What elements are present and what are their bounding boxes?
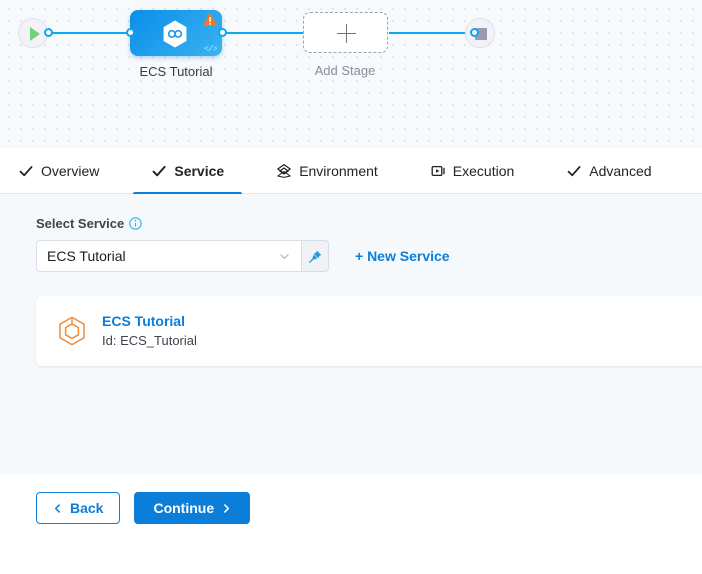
code-brackets-icon[interactable]: </> [204,45,217,54]
add-stage-button[interactable] [303,12,388,53]
tab-overview[interactable]: Overview [18,148,99,194]
add-stage-label: Add Stage [314,63,376,78]
back-button-label: Back [70,500,104,516]
service-select[interactable]: ECS Tutorial [36,240,302,272]
play-box-icon [431,165,445,176]
service-card[interactable]: ECS Tutorial Id: ECS_Tutorial [36,296,702,366]
chevron-down-icon[interactable] [278,250,291,263]
tab-advanced[interactable]: Advanced [566,148,652,194]
pin-service-button[interactable] [302,240,329,272]
stage-node-output-port[interactable] [218,28,227,37]
info-icon[interactable] [129,217,142,230]
stage-node-ecs-tutorial[interactable]: </> [130,10,222,56]
back-button[interactable]: Back [36,492,121,524]
tab-environment-label: Environment [299,162,378,179]
stage-node-input-port[interactable] [126,28,135,37]
stage-node-label: ECS Tutorial [139,64,213,79]
layers-icon [277,163,291,178]
tab-environment[interactable]: Environment [276,148,378,194]
tab-overview-label: Overview [41,162,100,179]
plus-icon-vertical [345,24,348,43]
service-card-text: ECS Tutorial Id: ECS_Tutorial [102,313,197,349]
service-hexagon-icon [59,316,85,346]
continue-button-label: Continue [153,500,215,516]
service-card-name[interactable]: ECS Tutorial [102,313,185,329]
start-node-output-port[interactable] [44,28,53,37]
edge-stage-to-addstage [222,32,304,34]
tab-service[interactable]: Service [133,148,242,195]
harness-hexagon-icon [163,20,187,48]
chevron-right-icon [224,503,230,513]
tab-execution[interactable]: Execution [430,148,514,194]
service-config-panel: Select Service ECS Tutorial + New Servic… [0,194,702,474]
tab-advanced-label: Advanced [589,162,652,179]
check-icon [19,165,33,176]
new-service-button[interactable]: + New Service [355,248,450,264]
service-card-id: Id: ECS_Tutorial [102,333,197,348]
warning-triangle-icon[interactable] [202,12,218,27]
check-icon [567,165,581,176]
wizard-footer: Back Continue [0,474,702,574]
pipeline-canvas[interactable]: </> ECS Tutorial Add Stage [0,0,702,148]
service-select-value: ECS Tutorial [47,248,126,264]
pipeline-start-node[interactable] [18,18,48,48]
stage-config-tabs: Overview Service Environment Execution A [0,148,702,195]
play-icon [30,27,40,41]
end-node-input-port[interactable] [470,28,479,37]
continue-button[interactable]: Continue [134,492,251,524]
chevron-left-icon [54,503,60,513]
pin-icon [308,250,321,263]
edge-addstage-to-end [389,32,474,34]
check-icon [152,165,166,176]
tab-execution-label: Execution [452,162,515,179]
service-select-row: ECS Tutorial + New Service [36,240,702,272]
select-service-label: Select Service [36,216,125,231]
edge-start-to-stage [48,32,130,34]
select-service-label-row: Select Service [36,216,702,231]
tab-service-label: Service [174,162,225,179]
